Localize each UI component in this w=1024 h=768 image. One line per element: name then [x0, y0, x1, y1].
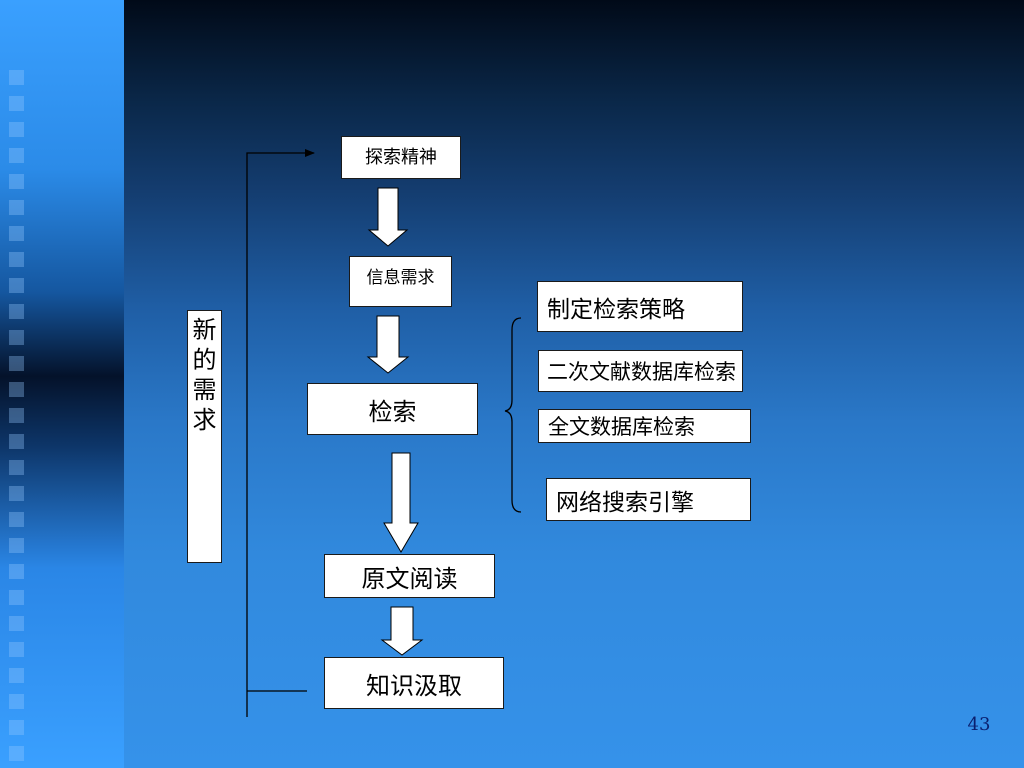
left-decorative-band — [0, 0, 124, 768]
node-info-need-label: 信息需求 — [366, 268, 435, 288]
decorative-square — [9, 252, 24, 267]
decorative-square — [9, 96, 24, 111]
decorative-square — [9, 148, 24, 163]
decorative-square — [9, 564, 24, 579]
method-strategy-label: 制定检索策略 — [547, 296, 685, 323]
node-knowledge-acquisition-label: 知识汲取 — [366, 671, 462, 700]
decorative-square — [9, 434, 24, 449]
method-secondary-db: 二次文献数据库检索 — [538, 350, 743, 392]
method-web-search: 网络搜索引擎 — [546, 478, 751, 521]
decorative-square — [9, 330, 24, 345]
method-fulltext-db: 全文数据库检索 — [538, 409, 751, 443]
decorative-square — [9, 538, 24, 553]
feedback-loop-line — [246, 149, 315, 717]
decorative-square — [9, 408, 24, 423]
method-fulltext-db-label: 全文数据库检索 — [548, 415, 695, 439]
node-original-reading: 原文阅读 — [324, 554, 495, 598]
decorative-square — [9, 278, 24, 293]
decorative-square — [9, 668, 24, 683]
decorative-square — [9, 616, 24, 631]
method-strategy: 制定检索策略 — [537, 281, 743, 332]
node-explore-spirit-label: 探索精神 — [365, 147, 437, 168]
decorative-square — [9, 486, 24, 501]
decorative-square — [9, 304, 24, 319]
method-web-search-label: 网络搜索引擎 — [556, 489, 694, 516]
decorative-square — [9, 746, 24, 761]
decorative-square — [9, 590, 24, 605]
node-explore-spirit: 探索精神 — [341, 136, 461, 179]
decorative-square — [9, 720, 24, 735]
decorative-square — [9, 70, 24, 85]
page-number: 43 — [967, 714, 991, 735]
node-info-need: 信息需求 — [349, 256, 452, 307]
decorative-square — [9, 174, 24, 189]
methods-brace — [504, 317, 522, 513]
arrow-retrieval-to-reading — [383, 452, 419, 553]
decorative-square — [9, 382, 24, 397]
node-knowledge-acquisition: 知识汲取 — [324, 657, 504, 709]
decorative-square — [9, 694, 24, 709]
decorative-square — [9, 200, 24, 215]
node-retrieval-label: 检索 — [368, 397, 417, 426]
arrow-info-to-retrieval — [366, 315, 410, 374]
decorative-square — [9, 356, 24, 371]
node-original-reading-label: 原文阅读 — [361, 564, 458, 593]
decorative-square — [9, 512, 24, 527]
decorative-square — [9, 226, 24, 241]
feedback-new-need-box: 新的需求 — [187, 310, 222, 563]
node-retrieval: 检索 — [307, 383, 478, 435]
method-secondary-db-label: 二次文献数据库检索 — [547, 360, 736, 384]
decorative-square — [9, 122, 24, 137]
decorative-square — [9, 642, 24, 657]
arrow-reading-to-knowledge — [380, 606, 424, 656]
feedback-new-need-label: 新的需求 — [192, 316, 217, 434]
arrow-explore-to-info — [367, 187, 409, 247]
decorative-square — [9, 460, 24, 475]
